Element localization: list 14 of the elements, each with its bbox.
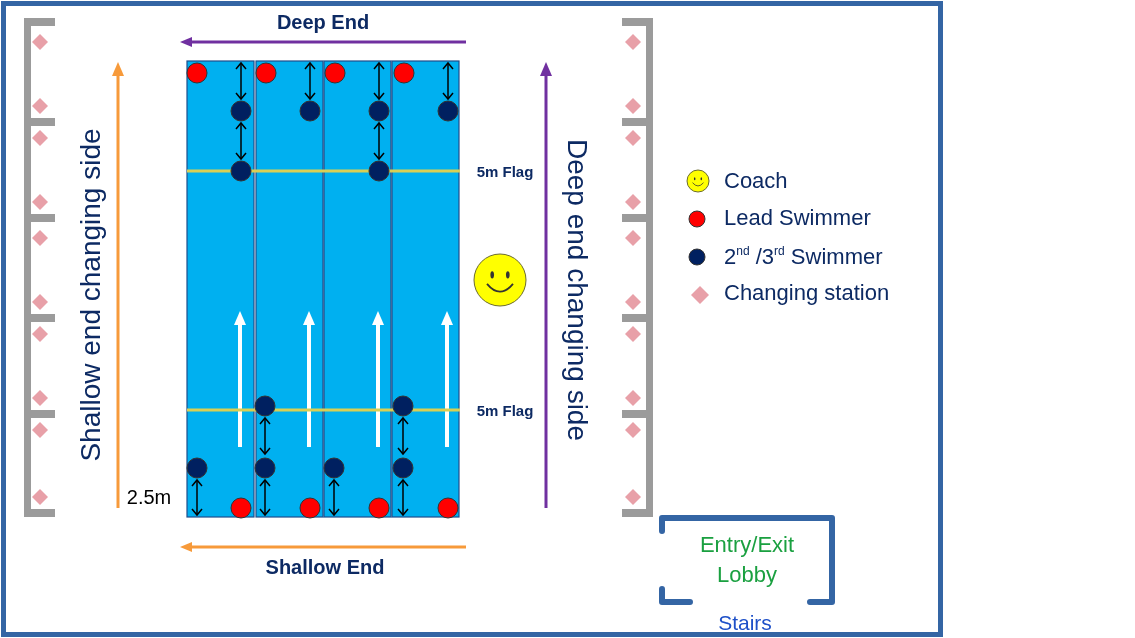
legend-label: 2$^{nd}$ /3$^{rd}$ Swimmer (724, 244, 883, 268)
plan-label: 5m Flag (476, 163, 534, 179)
plan-label: 5m Flag (476, 402, 534, 418)
legend-label: Lead Swimmer (724, 207, 871, 229)
lobby-room (659, 515, 835, 605)
legend-label: Changing station (724, 282, 890, 304)
room-caption: Stairs (718, 611, 772, 633)
plan-label: Deep End (276, 12, 370, 32)
legend-label: Coach (724, 170, 788, 192)
plan-label: 2.5m (126, 487, 172, 507)
side-label: Shallow end changing side (77, 128, 105, 462)
room-label: Entry/Exit Lobby (698, 531, 796, 589)
side-label: Deep end changing side (563, 139, 591, 441)
plan-label: Shallow End (265, 557, 385, 577)
